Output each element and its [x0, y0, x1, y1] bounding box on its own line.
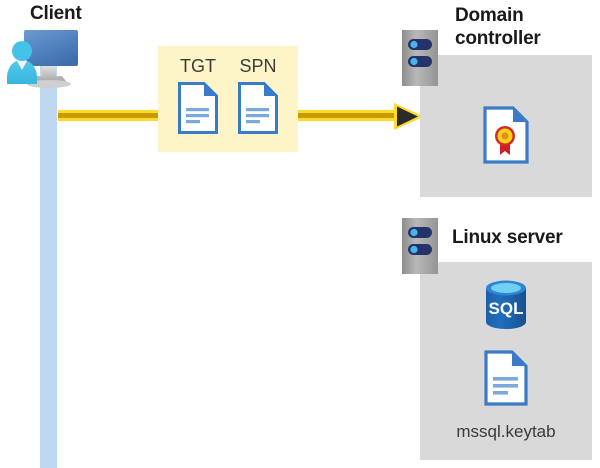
keytab-file-icon [484, 350, 528, 411]
server-rack-icon [402, 30, 438, 91]
sql-database-icon: SQL [482, 278, 530, 337]
svg-text:SQL: SQL [489, 299, 524, 318]
spn-label: SPN [239, 56, 277, 76]
token-highlight-panel: TGT SPN [158, 46, 298, 152]
tgt-label: TGT [180, 56, 216, 76]
client-computer-icon [4, 22, 94, 94]
server-rack-icon [402, 218, 438, 279]
client-lifeline [40, 60, 57, 468]
tgt-document-icon [178, 82, 218, 139]
certificate-icon [483, 106, 529, 169]
keytab-filename-label: mssql.keytab [456, 422, 556, 441]
domain-controller-title: Domain controller [455, 5, 541, 49]
client-title: Client [30, 3, 82, 24]
linux-server-title: Linux server [452, 227, 563, 248]
spn-document-icon [238, 82, 278, 139]
